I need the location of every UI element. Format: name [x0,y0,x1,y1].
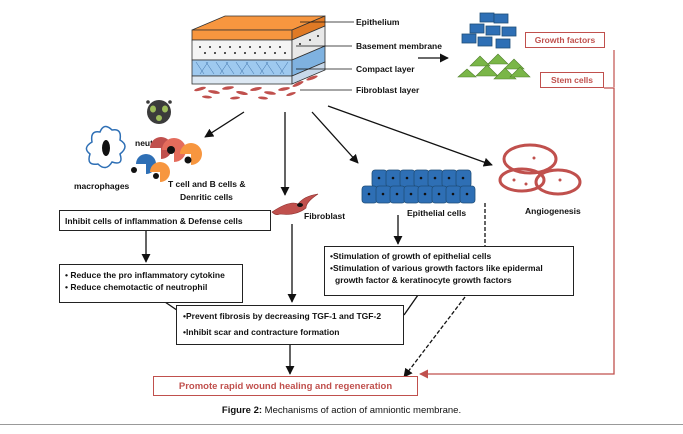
growth-factor-cubes [461,12,517,49]
fibroblast-label: Fibroblast [304,211,345,221]
epithelium-label: Epithelium [356,17,400,27]
neutrophil-illustration [146,100,172,124]
stem-cells-box: Stem cells [540,72,604,88]
t-b-cells-label-line2: Denritic cells [180,192,233,202]
reduce-cytokine-text: • Reduce the pro inflammatory cytokine [65,270,225,280]
stim-growth-text-line1: •Stimulation of various growth factors l… [330,263,543,273]
caption-text: Mechanisms of action of amniontic membra… [262,405,462,416]
angiogenesis-label: Angiogenesis [525,206,581,216]
arrow-to-immune-cells [204,111,245,138]
stimulation-box: •Stimulation of growth of epithelial cel… [324,246,574,296]
reduce-chemotactic-text: • Reduce chemotactic of neutrophil [65,282,208,292]
dashed-arrow-to-outcome [403,296,466,378]
reduce-inflammation-box: • Reduce the pro inflammatory cytokine •… [59,264,243,303]
t-b-dendritic-cells-illustration [131,137,202,182]
inhibit-inflammation-text: Inhibit cells of inflammation & Defense … [65,216,243,226]
growth-factors-text: Growth factors [534,35,596,45]
outcome-text: Promote rapid wound healing and regenera… [178,380,393,392]
epithelial-cells-label: Epithelial cells [407,208,466,218]
prevent-fibrosis-text: •Prevent fibrosis by decreasing TGF-1 an… [183,311,382,321]
outcome-box: Promote rapid wound healing and regenera… [153,376,418,396]
macrophage-illustration [85,125,126,169]
fibroblast-illustration [271,193,319,215]
stem-cells-text: Stem cells [550,75,594,85]
t-b-cells-label-line1: T cell and B cells & [168,179,245,189]
caption-label: Figure 2: [221,405,263,416]
compact-layer-label: Compact layer [356,64,415,74]
inhibit-scar-text: •Inhibit scar and contracture formation [183,327,340,337]
epithelial-cells-illustration [361,169,476,204]
red-arrow-to-outcome [419,87,615,379]
arrow-to-epithelial [311,111,359,164]
bottom-divider [0,424,683,425]
stim-epithelial-text: •Stimulation of growth of epithelial cel… [330,251,492,261]
stem-cell-pyramids [457,53,531,80]
line-stimulation-to-prevent [403,294,419,316]
fibroblast-layer-label: Fibroblast layer [356,85,420,95]
prevent-fibrosis-box: •Prevent fibrosis by decreasing TGF-1 an… [176,305,404,345]
inhibit-inflammation-box: Inhibit cells of inflammation & Defense … [59,210,271,231]
arrow-to-angiogenesis [327,105,493,167]
figure-caption: Figure 2: Mechanisms of action of amnion… [0,405,683,416]
amniotic-membrane-block [191,15,326,100]
macrophages-label: macrophages [74,181,130,191]
growth-factors-box: Growth factors [525,32,605,48]
basement-membrane-label: Basement membrane [356,41,442,51]
stim-growth-text-line2: growth factor & keratinocyte growth fact… [335,275,512,285]
angiogenesis-illustration [498,143,582,196]
